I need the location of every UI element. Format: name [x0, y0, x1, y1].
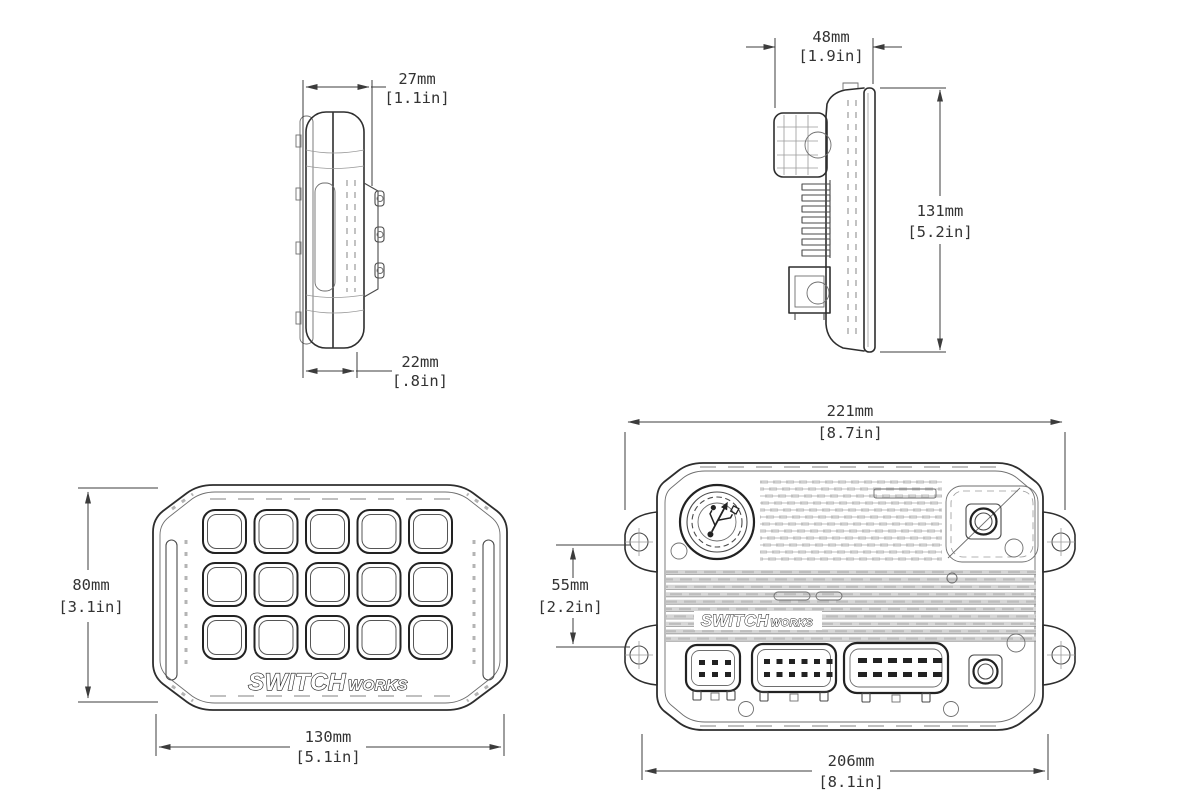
dim-label-206mm: 206mm	[828, 752, 875, 770]
dim-keypad-depth-top: 27mm [1.1in]	[302, 70, 450, 378]
dim-label-08in: [.8in]	[392, 372, 448, 390]
usb-icon	[707, 501, 740, 538]
keypad-button-inner	[258, 514, 294, 549]
dim-label-8-1in: [8.1in]	[818, 773, 883, 791]
keypad-side-body	[295, 111, 385, 349]
dim-keypad-width: 130mm [5.1in]	[155, 714, 505, 766]
keypad-button-inner	[361, 514, 397, 549]
keypad-button	[253, 562, 299, 607]
keypad-button-inner	[258, 567, 294, 602]
dim-label-1-9in: [1.9in]	[798, 47, 863, 65]
heatsink-fins-side	[801, 180, 831, 258]
dim-keypad-height: 80mm [3.1in]	[58, 487, 158, 703]
connector-6pin	[684, 643, 742, 701]
mount-hole-crosshair-bottom-right	[1047, 641, 1075, 669]
keypad-button-inner	[258, 620, 294, 655]
keypad-button-inner	[413, 567, 448, 602]
bottom-notch-right	[943, 701, 959, 717]
keypad-button	[356, 562, 402, 607]
connector-12pin	[750, 642, 838, 702]
dim-controller-overall-width: 221mm [8.7in]	[624, 402, 1066, 510]
dim-keypad-depth-bottom: 22mm [.8in]	[305, 352, 448, 390]
fastener-bottom-right	[968, 633, 1026, 689]
dim-controller-body-width: 206mm [8.1in]	[641, 734, 1049, 791]
mount-hole-crosshair-bottom-left	[625, 641, 653, 669]
keypad-button-grid	[202, 509, 453, 660]
keypad-button	[305, 562, 350, 607]
dim-label-3-1in: [3.1in]	[58, 598, 123, 616]
keypad-button-inner	[207, 514, 242, 549]
heatsink-fin-lines	[666, 570, 1036, 642]
keypad-button	[253, 509, 299, 554]
keypad-button	[408, 615, 453, 660]
connector-12pin-wide	[842, 641, 950, 703]
keypad-button	[202, 562, 247, 607]
keypad-front-inner-outline	[159, 491, 501, 704]
mount-hole-crosshair-top-left	[625, 528, 653, 556]
dim-label-80mm: 80mm	[72, 576, 109, 594]
keypad-side-view: 27mm [1.1in] 22mm [.8in]	[295, 70, 450, 390]
controller-front-inner-outline	[664, 470, 1036, 723]
keypad-button-inner	[310, 514, 345, 549]
keypad-button	[202, 509, 247, 554]
connector-side	[788, 266, 831, 320]
keypad-grip-texture	[165, 492, 495, 703]
bottom-notch-left	[738, 701, 754, 717]
dim-label-27mm: 27mm	[398, 70, 435, 88]
dim-label-5-1in: [5.1in]	[295, 748, 360, 766]
dim-label-2-2in: [2.2in]	[537, 598, 602, 616]
keypad-button	[253, 615, 299, 660]
mid-screw	[946, 572, 958, 584]
keypad-button	[305, 615, 350, 660]
keypad-button	[356, 615, 402, 660]
dim-controller-depth: 48mm [1.9in]	[746, 28, 902, 108]
dim-controller-height: 131mm [5.2in]	[880, 87, 973, 353]
dim-label-48mm: 48mm	[812, 28, 849, 46]
keypad-button-inner	[310, 567, 345, 602]
keypad-button-inner	[361, 620, 397, 655]
dim-label-8-7in: [8.7in]	[817, 424, 882, 442]
keypad-button	[408, 562, 453, 607]
controller-side-view: 48mm [1.9in] 131mm [5.2in]	[746, 28, 973, 353]
usb-cap-side	[773, 112, 832, 178]
keypad-button	[356, 509, 402, 554]
dim-label-130mm: 130mm	[305, 728, 352, 746]
keypad-side-left-nubs	[295, 134, 302, 325]
top-vent-slot	[873, 488, 937, 499]
dim-label-22mm: 22mm	[401, 353, 438, 371]
fastener-pad-top-right	[945, 485, 1039, 563]
keypad-button-inner	[310, 620, 345, 655]
keypad-button	[408, 509, 453, 554]
controller-side-body	[825, 82, 876, 353]
keypad-button-inner	[207, 567, 242, 602]
keypad-button-inner	[413, 514, 448, 549]
keypad-button	[305, 509, 350, 554]
mount-hole-crosshair-top-right	[1047, 528, 1075, 556]
logo-backplate	[694, 611, 822, 630]
keypad-button	[202, 615, 247, 660]
dim-label-1-1in: [1.1in]	[384, 89, 449, 107]
mid-slot-right	[815, 591, 843, 601]
keypad-front-outline	[152, 484, 508, 711]
dim-controller-mount-spacing: 55mm [2.2in]	[537, 544, 630, 648]
dim-label-131mm: 131mm	[917, 202, 964, 220]
usb-cap-front	[670, 483, 756, 561]
dim-label-221mm: 221mm	[827, 402, 874, 420]
dim-label-55mm: 55mm	[551, 576, 588, 594]
keypad-button-inner	[207, 620, 242, 655]
mounting-ears	[624, 511, 1076, 686]
keypad-button-inner	[361, 567, 397, 602]
heatsink-hatch-texture	[760, 480, 942, 561]
controller-front-outline	[656, 462, 1044, 731]
keypad-side-connector-bracket	[363, 182, 385, 298]
mid-slot-left	[773, 591, 811, 601]
keypad-button-inner	[413, 620, 448, 655]
dim-label-5-2in: [5.2in]	[907, 223, 972, 241]
